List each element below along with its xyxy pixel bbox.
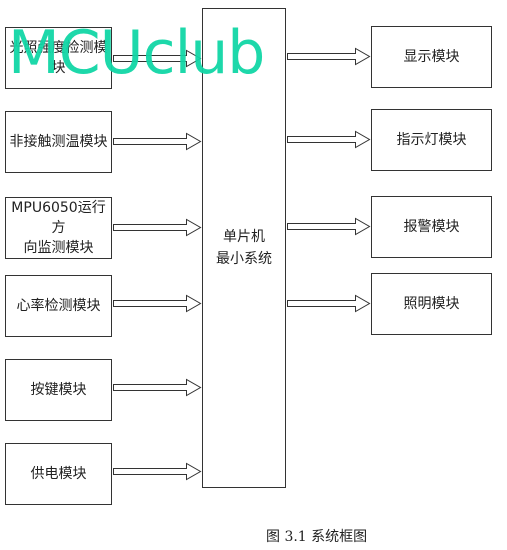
input-box-keys: 按键模块	[5, 359, 112, 421]
output-box-label: 指示灯模块	[396, 132, 467, 148]
input-box-label: 非接触测温模块	[9, 134, 108, 150]
output-box-lighting: 照明模块	[371, 273, 492, 335]
input-box-power: 供电模块	[5, 443, 112, 505]
arrow-mcu-to-alarm	[287, 217, 371, 236]
output-box-alarm: 报警模块	[371, 196, 492, 258]
input-box-label: 光照强度检测模 块	[9, 40, 108, 76]
output-box-display: 显示模块	[371, 26, 492, 88]
arrow-heart-to-mcu	[113, 294, 202, 313]
output-box-label: 报警模块	[403, 219, 460, 235]
input-box-light-intensity: 光照强度检测模 块	[5, 27, 112, 89]
input-box-heart-rate: 心率检测模块	[5, 275, 112, 337]
output-box-label: 显示模块	[403, 49, 460, 65]
input-box-label: 按键模块	[30, 382, 87, 398]
input-box-non-contact-temp: 非接触测温模块	[5, 111, 112, 173]
input-box-label: MPU6050运行方 向监测模块	[11, 200, 106, 256]
arrow-mcu-to-lighting	[287, 294, 371, 313]
mcu-minimum-system-box: 单片机 最小系统	[202, 8, 286, 488]
arrow-keys-to-mcu	[113, 378, 202, 397]
center-box-label: 单片机 最小系统	[216, 229, 272, 267]
arrow-mcu-to-indicator	[287, 130, 371, 149]
arrow-mcu-to-display	[287, 47, 371, 66]
input-box-label: 心率检测模块	[16, 298, 101, 314]
figure-caption: 图 3.1 系统框图	[266, 529, 368, 545]
input-box-mpu6050-direction: MPU6050运行方 向监测模块	[5, 197, 112, 259]
arrow-temp-to-mcu	[113, 132, 202, 151]
input-box-label: 供电模块	[30, 466, 87, 482]
arrow-light-to-mcu	[113, 49, 202, 68]
arrow-power-to-mcu	[113, 462, 202, 481]
output-box-indicator-light: 指示灯模块	[371, 109, 492, 171]
arrow-mpu-to-mcu	[113, 218, 202, 237]
output-box-label: 照明模块	[403, 296, 460, 312]
